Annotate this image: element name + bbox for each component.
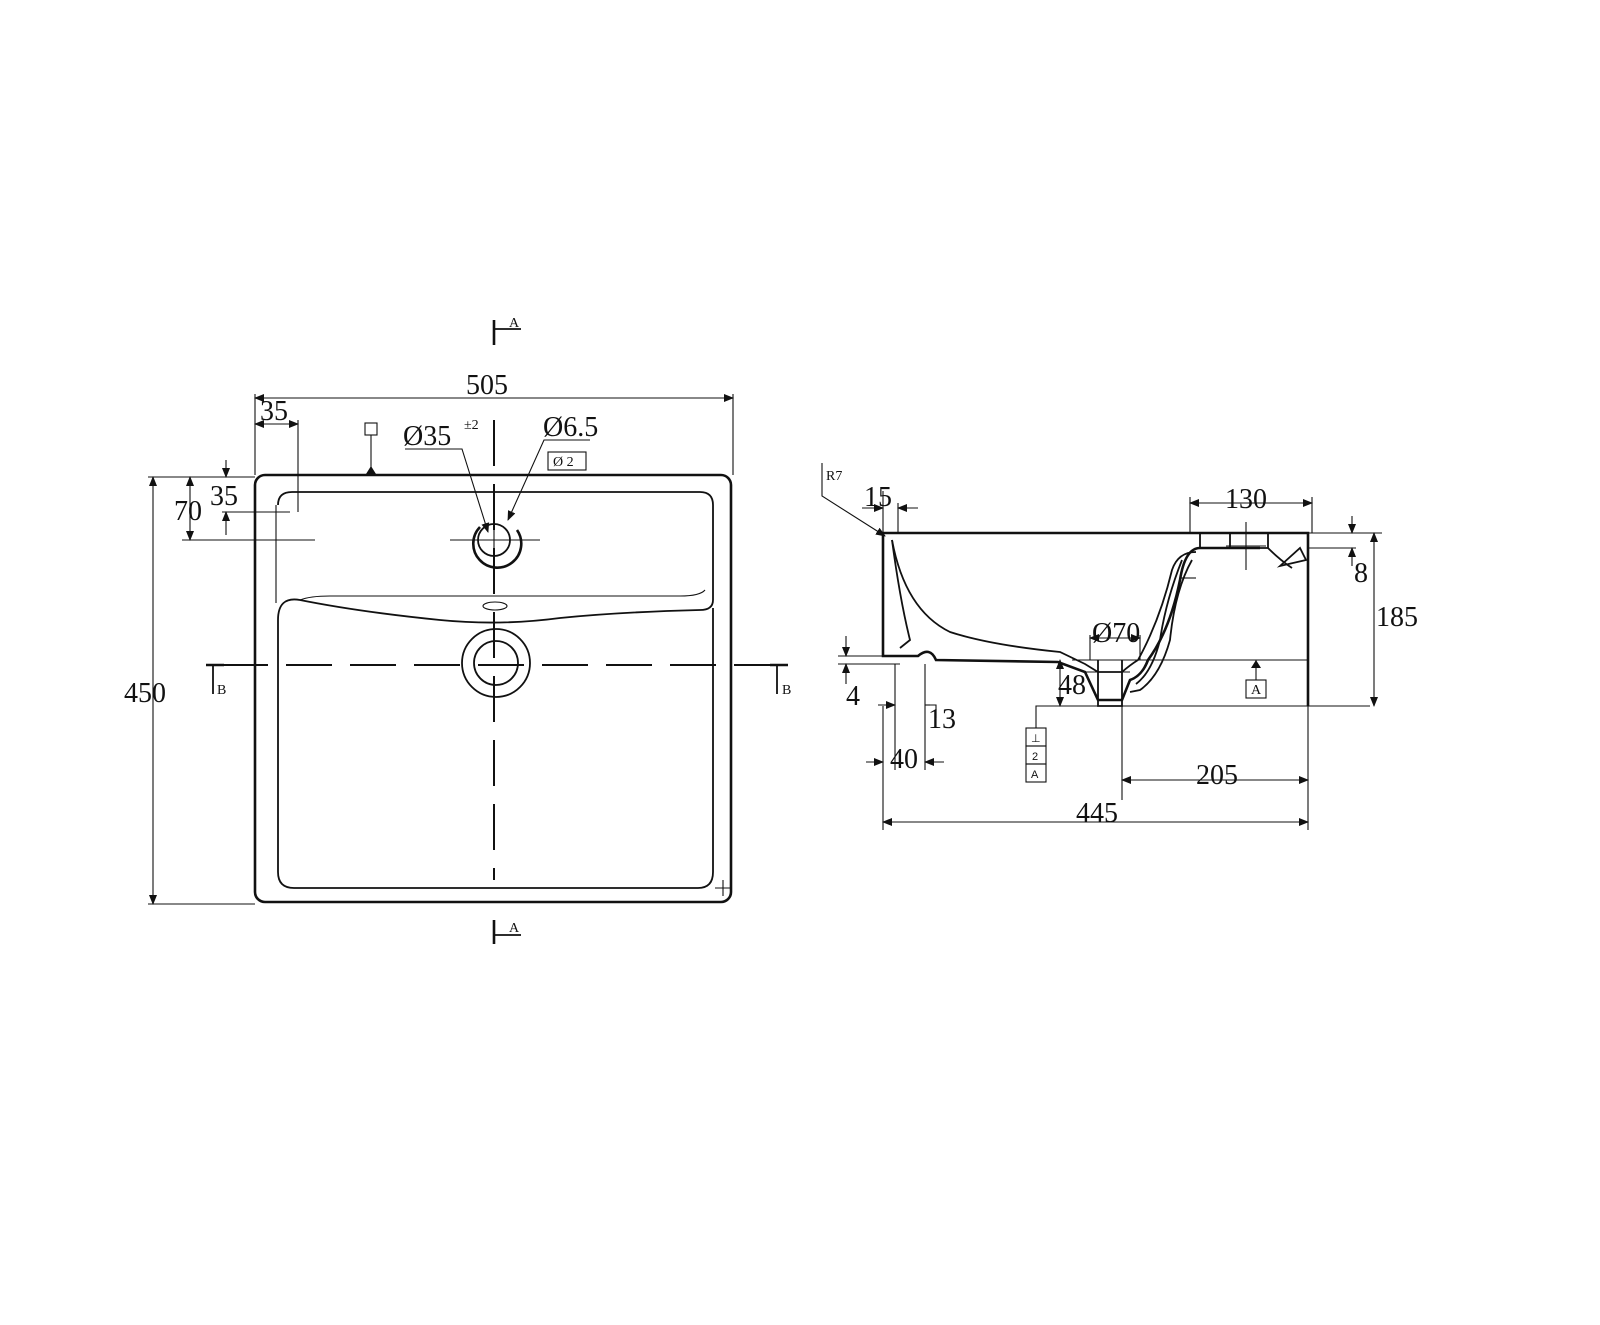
overflow-frame: Ø 2	[553, 455, 574, 470]
top-view: A A B B 505 35 450 70	[124, 316, 791, 944]
dim-tap-diameter: Ø35	[403, 421, 451, 452]
dim-waste-diameter: Ø70	[1092, 618, 1140, 649]
datum-frame-1: ⊥	[1031, 733, 1041, 745]
dim-height: 185	[1376, 602, 1418, 633]
basin-outline	[253, 473, 733, 904]
dim-tap-offset-y: 35	[210, 481, 238, 512]
section-shelf-triangle	[1276, 546, 1308, 568]
section-a-top-label: A	[509, 316, 520, 331]
datum-frame-2: 2	[1032, 751, 1038, 763]
dim-rim: 8	[1354, 558, 1368, 589]
dim-overflow-diameter: Ø6.5	[543, 412, 598, 443]
dim-foot-height: 4	[846, 681, 860, 712]
dim-radius: R7	[826, 469, 842, 484]
section-view: R7 15 130 8 185 Ø70 48 A	[821, 463, 1418, 830]
dim-tap-y: 70	[174, 496, 202, 527]
bowl-outline	[277, 491, 714, 889]
dim-total-depth: 445	[1076, 798, 1118, 829]
tap-hole-arc	[472, 526, 523, 569]
waste-inner	[473, 640, 519, 686]
section-profile-left	[881, 533, 1260, 702]
dim-width: 505	[466, 370, 508, 401]
dim-foot-width: 40	[890, 744, 918, 775]
overflow-slot	[482, 601, 508, 611]
dim-wall: 15	[864, 482, 892, 513]
bowl-deck-curve	[299, 589, 706, 601]
section-b-right-label: B	[782, 683, 791, 698]
dim-waste-to-back: 205	[1196, 760, 1238, 791]
dim-depth: 450	[124, 678, 166, 709]
waste-outer	[461, 628, 531, 698]
dim-shelf: 130	[1225, 484, 1267, 515]
datum-frame-3: A	[1031, 769, 1039, 781]
dim-waste-height: 48	[1058, 670, 1086, 701]
section-bowl-rib	[891, 539, 912, 649]
dim-foot-gap: 13	[928, 704, 956, 735]
dim-tap-tolerance: ±2	[464, 418, 479, 433]
section-b-left-label: B	[217, 683, 226, 698]
section-a-bottom-label: A	[509, 921, 520, 936]
section-bowl-inner	[891, 539, 1197, 673]
datum-a: A	[1251, 683, 1262, 698]
dim-tap-offset-x: 35	[260, 396, 288, 427]
